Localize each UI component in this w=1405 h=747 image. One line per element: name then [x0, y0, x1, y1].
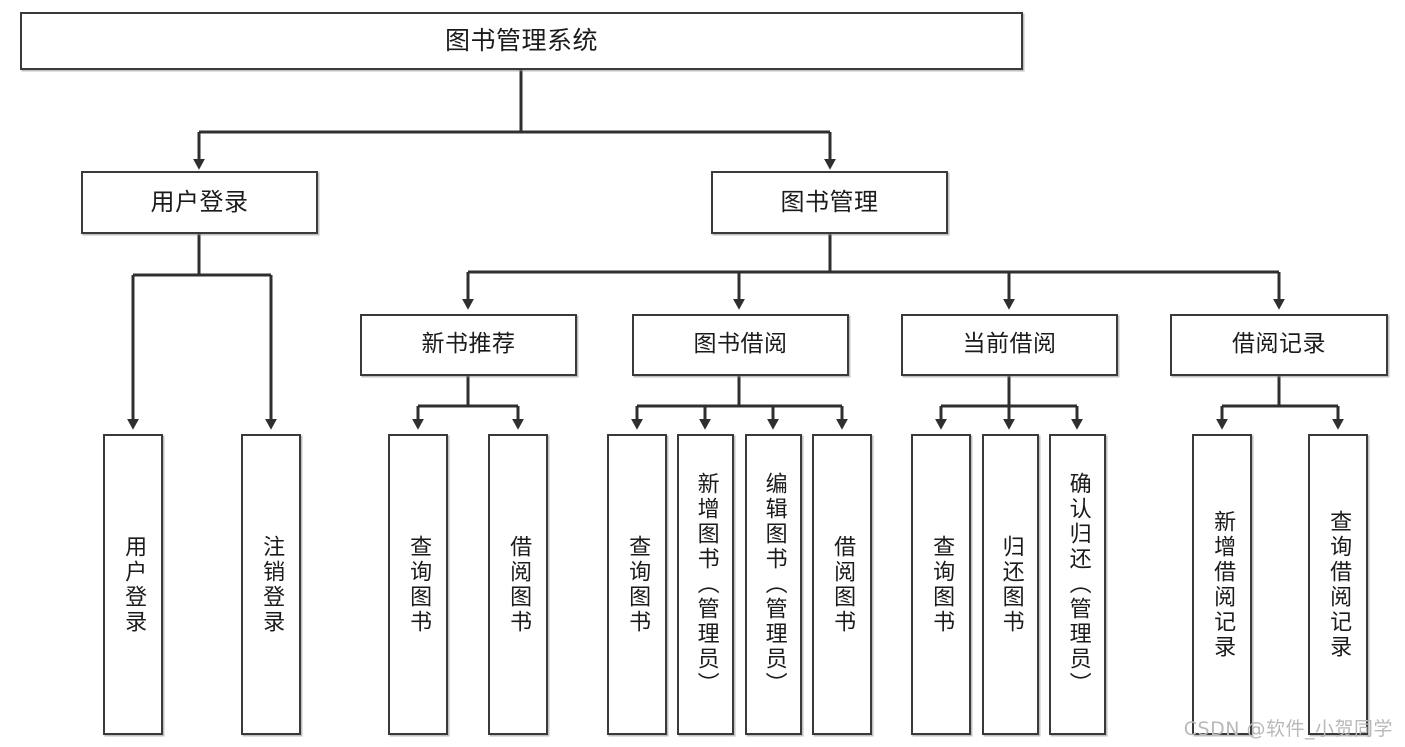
node-label: 新增借阅记录	[1210, 509, 1236, 660]
node-new-book-recommend[interactable]: 新书推荐	[360, 314, 577, 376]
node-label: 编辑图书（管理员）	[761, 472, 787, 697]
node-root-system[interactable]: 图书管理系统	[20, 12, 1023, 70]
node-user-login[interactable]: 用户登录	[81, 171, 318, 234]
node-label: 借阅图书	[830, 534, 856, 635]
node-label: 借阅图书	[506, 534, 532, 635]
leaf-confirm-return-admin[interactable]: 确认归还（管理员）	[1049, 434, 1106, 735]
leaf-query-borrow-record[interactable]: 查询借阅记录	[1308, 434, 1368, 735]
leaf-logout[interactable]: 注销登录	[241, 434, 301, 735]
node-label: 用户登录	[150, 188, 249, 217]
node-label: 图书管理	[780, 188, 879, 217]
node-label: 注销登录	[259, 534, 285, 635]
leaf-add-borrow-record[interactable]: 新增借阅记录	[1192, 434, 1252, 735]
node-label: 图书管理系统	[444, 26, 598, 56]
node-current-borrow[interactable]: 当前借阅	[901, 314, 1118, 376]
node-book-management[interactable]: 图书管理	[711, 171, 948, 234]
leaf-borrow-book[interactable]: 借阅图书	[812, 434, 872, 735]
watermark-text: CSDN @软件_小贺同学	[1183, 718, 1393, 740]
node-label: 查询借阅记录	[1326, 509, 1352, 660]
node-label: 借阅记录	[1232, 331, 1326, 358]
node-label: 查询图书	[929, 534, 955, 635]
leaf-query-book-recommend[interactable]: 查询图书	[388, 434, 448, 735]
node-label: 当前借阅	[962, 331, 1057, 358]
node-label: 图书借阅	[693, 331, 788, 358]
leaf-borrow-book-recommend[interactable]: 借阅图书	[488, 434, 548, 735]
node-book-borrow[interactable]: 图书借阅	[632, 314, 849, 376]
node-label: 用户登录	[121, 534, 147, 635]
node-label: 查询图书	[406, 534, 432, 635]
node-label: 新增图书（管理员）	[693, 472, 719, 697]
node-label: 归还图书	[998, 534, 1024, 635]
node-label: 确认归还（管理员）	[1065, 472, 1091, 697]
node-borrow-record[interactable]: 借阅记录	[1170, 314, 1388, 376]
leaf-return-book[interactable]: 归还图书	[982, 434, 1039, 735]
leaf-edit-book-admin[interactable]: 编辑图书（管理员）	[745, 434, 802, 735]
leaf-add-book-admin[interactable]: 新增图书（管理员）	[677, 434, 734, 735]
node-label: 新书推荐	[421, 331, 516, 358]
leaf-user-login[interactable]: 用户登录	[103, 434, 163, 735]
leaf-query-book-borrow[interactable]: 查询图书	[607, 434, 667, 735]
leaf-query-book-current[interactable]: 查询图书	[911, 434, 971, 735]
node-label: 查询图书	[625, 534, 651, 635]
